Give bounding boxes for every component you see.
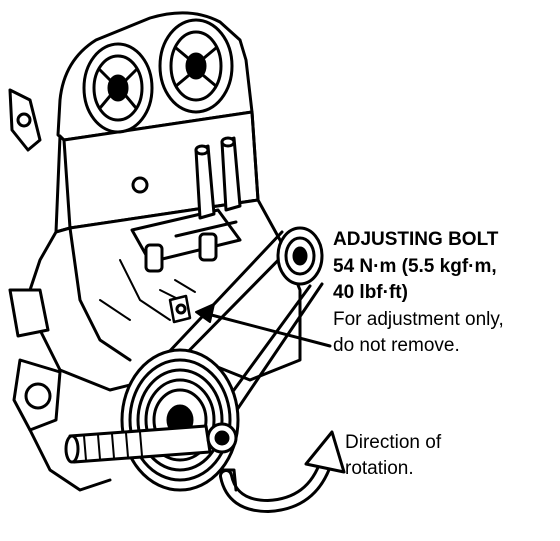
camshaft-pulley-left xyxy=(82,42,154,134)
adjusting-bolt-title: ADJUSTING BOLT xyxy=(333,229,499,250)
alternator-bracket xyxy=(130,136,242,273)
torque-spec-line2: 40 lbf·ft) xyxy=(333,282,408,303)
camshaft-pulley-right xyxy=(158,18,234,114)
idler-pulley xyxy=(276,226,324,286)
rotation-arrow-icon xyxy=(219,430,346,513)
rotation-label-line2: rotation. xyxy=(345,458,414,479)
adjustment-note-line1: For adjustment only, xyxy=(333,309,504,330)
adjusting-bolt xyxy=(168,294,192,324)
adjustment-note-line2: do not remove. xyxy=(333,335,460,356)
wrench-handle xyxy=(64,422,238,464)
callout-arrow xyxy=(195,303,332,348)
engine-block xyxy=(8,88,302,492)
torque-spec-line1: 54 N·m (5.5 kgf·m, xyxy=(333,256,497,277)
crankshaft-pulley xyxy=(120,348,240,492)
rotation-label-line1: Direction of xyxy=(345,432,442,453)
